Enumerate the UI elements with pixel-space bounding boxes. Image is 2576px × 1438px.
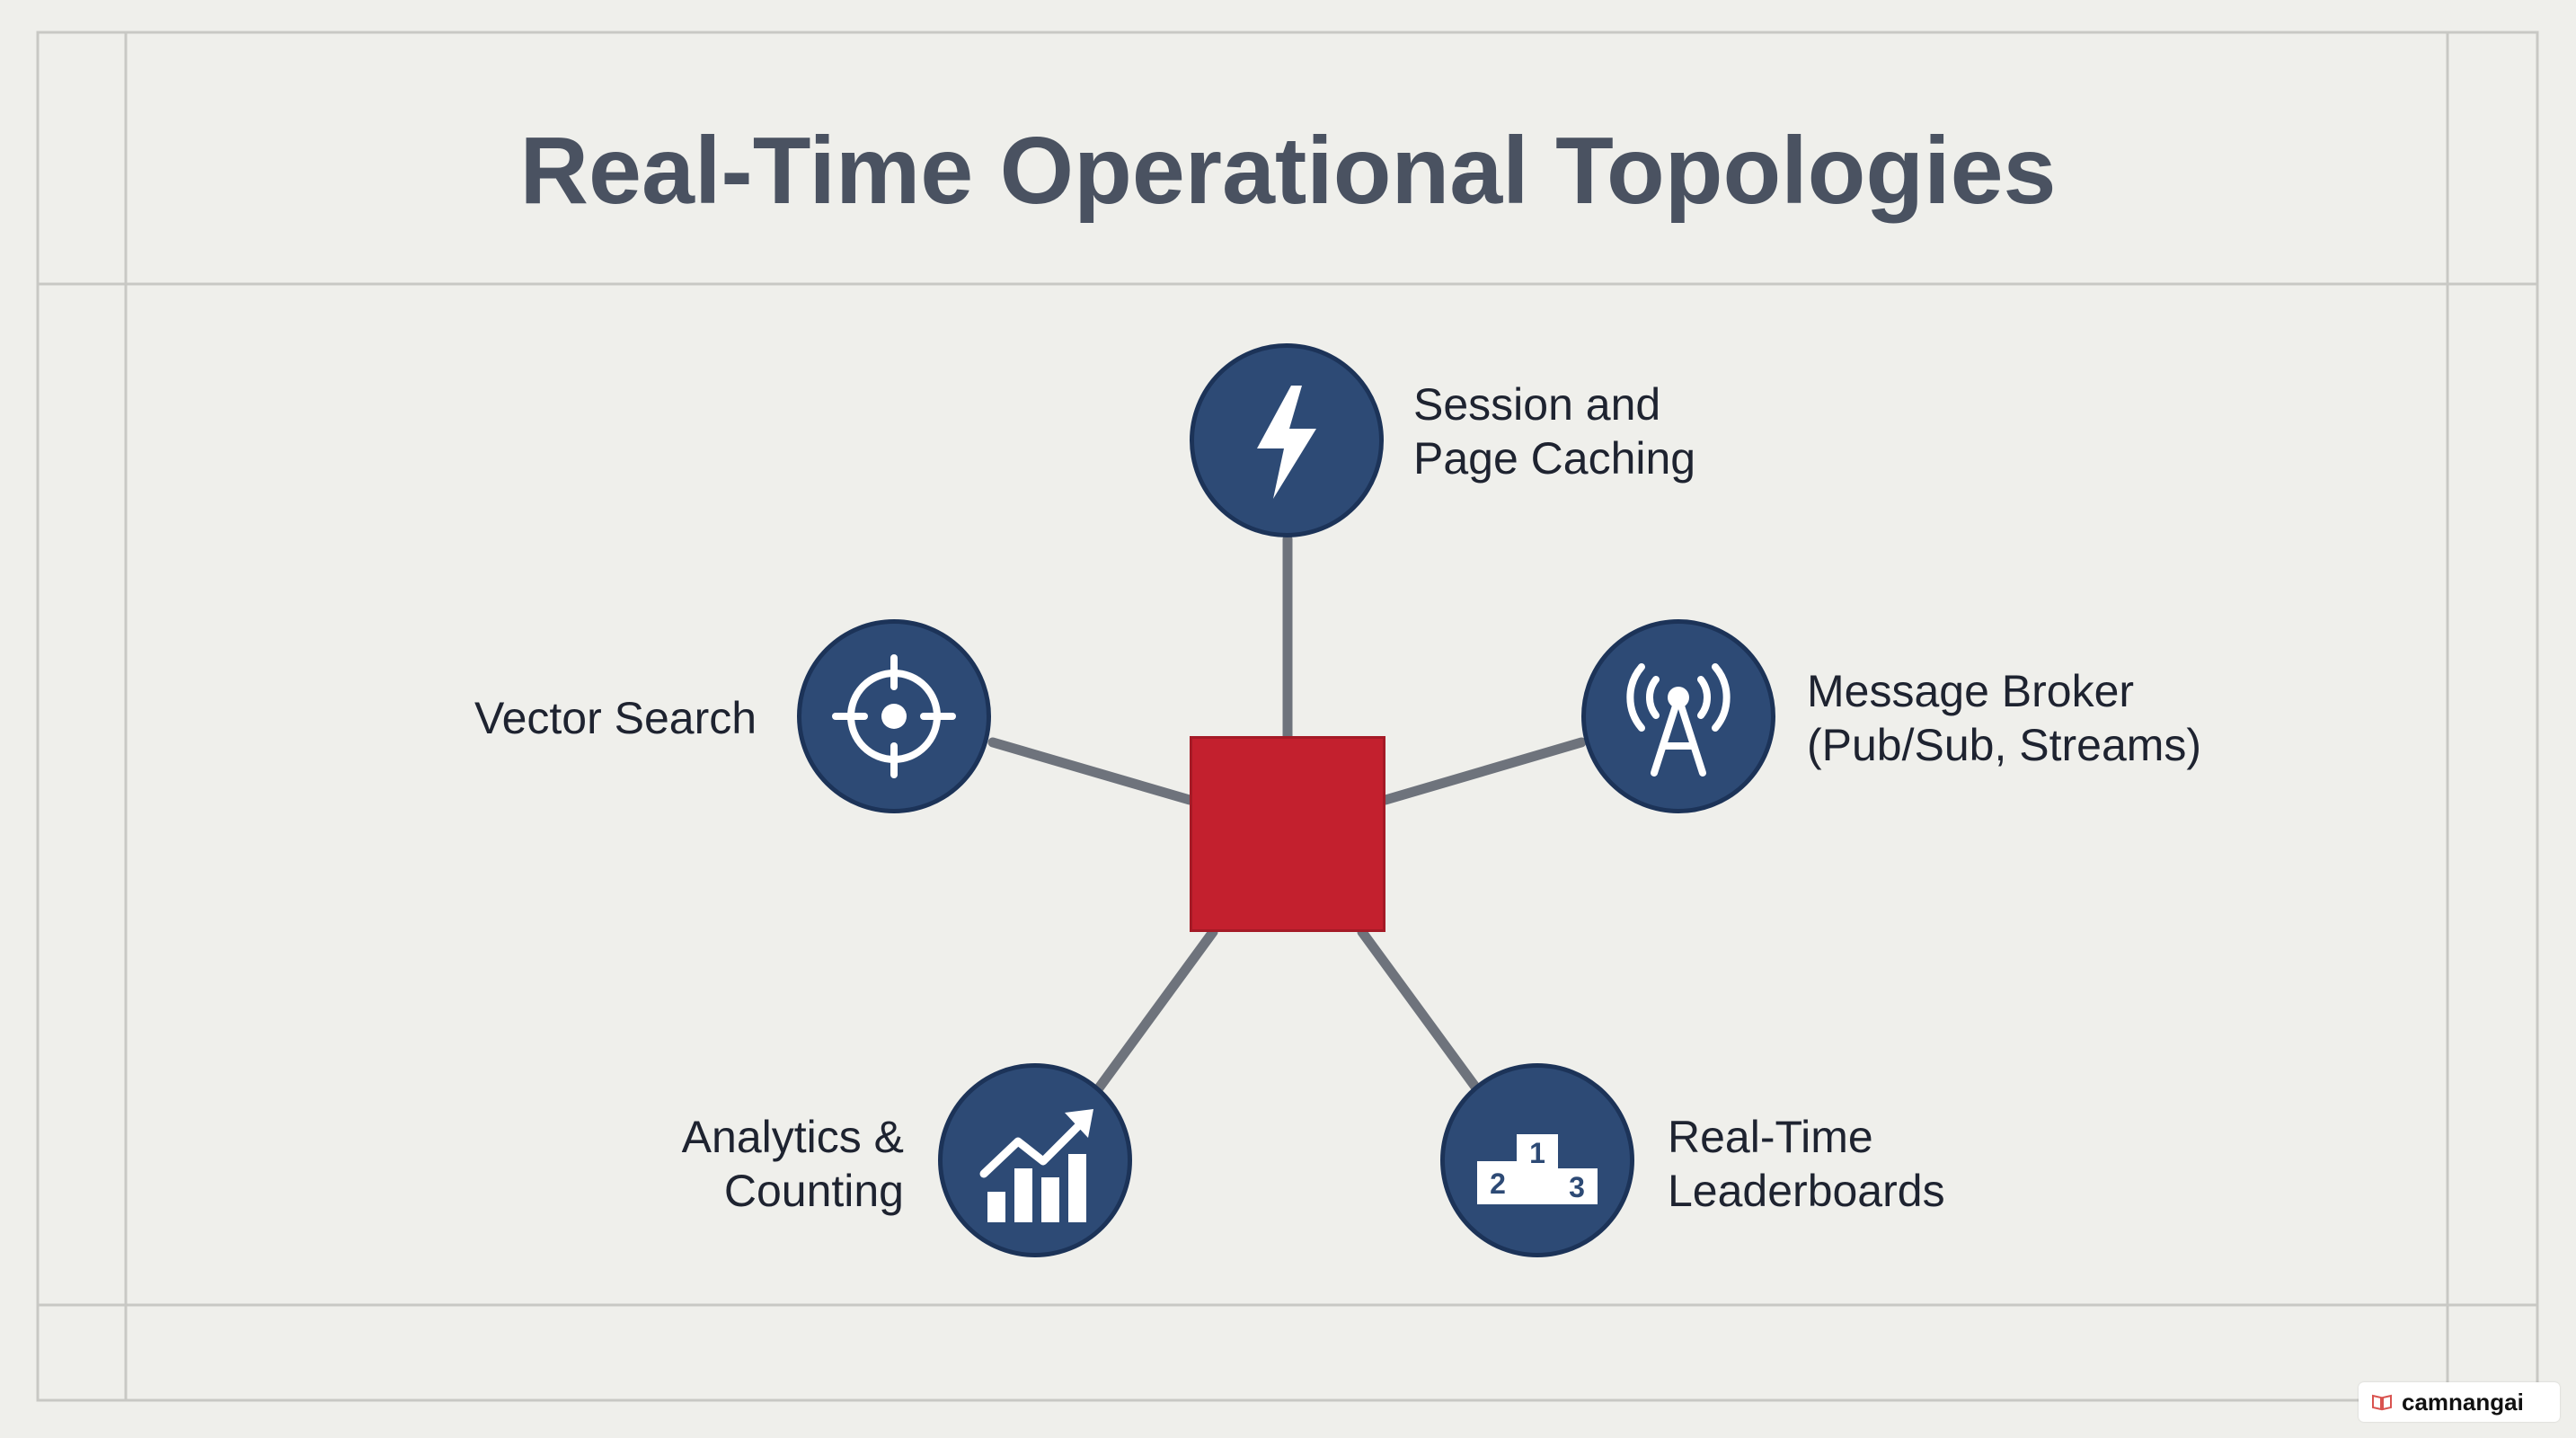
- connector-broker: [1380, 737, 1587, 805]
- podium-second-number: 2: [1490, 1167, 1506, 1200]
- analytics-counting-node: [938, 1063, 1132, 1257]
- central-hub: [1190, 736, 1385, 932]
- session-caching-label: Session and Page Caching: [1413, 379, 1696, 484]
- vector-search-label: Vector Search: [474, 693, 757, 743]
- crosshair-icon: [832, 654, 956, 778]
- trending-chart-icon: [979, 1109, 1093, 1222]
- vector-search-node: [797, 619, 991, 813]
- podium-icon: 2 1 3: [1477, 1134, 1598, 1204]
- book-icon: [2372, 1394, 2392, 1411]
- connector-vector: [987, 737, 1195, 805]
- connector-analytics: [1093, 927, 1218, 1095]
- message-broker-node: [1581, 619, 1775, 813]
- watermark-text: camnangai: [2402, 1388, 2524, 1416]
- leaderboards-label: Real-Time Leaderboards: [1668, 1112, 1945, 1216]
- watermark-badge: camnangai: [2359, 1382, 2560, 1422]
- lightning-bolt-icon: [1257, 386, 1316, 499]
- leaderboards-node: 2 1 3: [1440, 1063, 1634, 1257]
- connectors: [987, 534, 1587, 1095]
- analytics-counting-label: Analytics & Counting: [681, 1112, 904, 1216]
- session-caching-node: [1190, 343, 1384, 537]
- message-broker-label: Message Broker (Pub/Sub, Streams): [1807, 666, 2202, 770]
- page-title: Real-Time Operational Topologies: [519, 118, 2057, 224]
- antenna-tower-icon: [1626, 663, 1731, 777]
- podium-first-number: 1: [1529, 1137, 1545, 1169]
- podium-third-number: 3: [1569, 1171, 1585, 1203]
- connector-leaderboards: [1357, 927, 1483, 1095]
